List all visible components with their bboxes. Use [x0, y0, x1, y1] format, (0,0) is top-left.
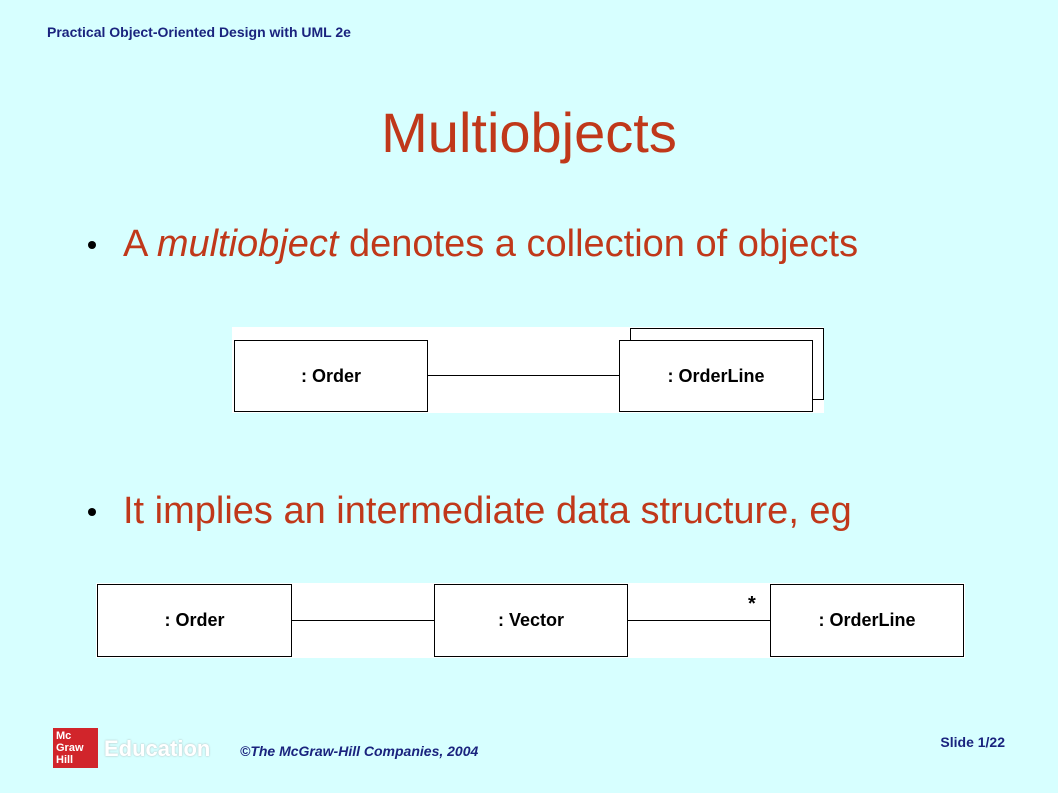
bullet-dot-icon — [88, 507, 96, 516]
object-label: : Order — [164, 610, 225, 630]
object-label: : OrderLine — [667, 365, 765, 386]
order-object: : Order — [234, 340, 428, 412]
logo-line: Graw — [56, 742, 84, 754]
copyright-notice: ©The McGraw-Hill Companies, 2004 — [240, 743, 479, 759]
slide-title: Multiobjects — [381, 101, 677, 164]
multiobject-diagram: : Order : OrderLine — [232, 327, 824, 413]
association-line — [428, 375, 619, 376]
bullet-intermediate: It implies an intermediate data structur… — [88, 490, 852, 533]
bullet-text: It implies an intermediate data structur… — [123, 490, 852, 532]
object-label: : OrderLine — [818, 610, 916, 630]
bullet-prefix: A — [123, 223, 157, 265]
mcgraw-hill-logo: Mc Graw Hill — [53, 728, 98, 768]
vector-diagram: : Order : Vector * : OrderLine — [96, 583, 965, 658]
vector-object: : Vector — [434, 584, 628, 657]
education-wordmark: Education — [104, 736, 211, 761]
slide-number: Slide 1/22 — [940, 734, 1005, 750]
bullet-text: A multiobject denotes a collection of ob… — [123, 223, 858, 266]
logo-line: Mc — [56, 730, 72, 742]
bullet-dot-icon — [88, 240, 96, 249]
object-label: : Order — [300, 365, 361, 386]
association-line — [292, 620, 434, 621]
bullet-multiobject: A multiobject denotes a collection of ob… — [88, 223, 858, 266]
multiplicity-label: * — [748, 593, 756, 615]
orderline-object: : OrderLine — [770, 584, 964, 657]
course-title: Practical Object-Oriented Design with UM… — [47, 24, 351, 40]
object-label: : Vector — [497, 610, 565, 630]
logo-line: Hill — [56, 754, 74, 766]
association-line — [628, 620, 770, 621]
orderline-multiobject: : OrderLine — [619, 340, 813, 412]
bullet-emphasis: multiobject — [156, 223, 339, 265]
bullet-suffix: denotes a collection of objects — [338, 223, 859, 265]
order-object: : Order — [97, 584, 292, 657]
